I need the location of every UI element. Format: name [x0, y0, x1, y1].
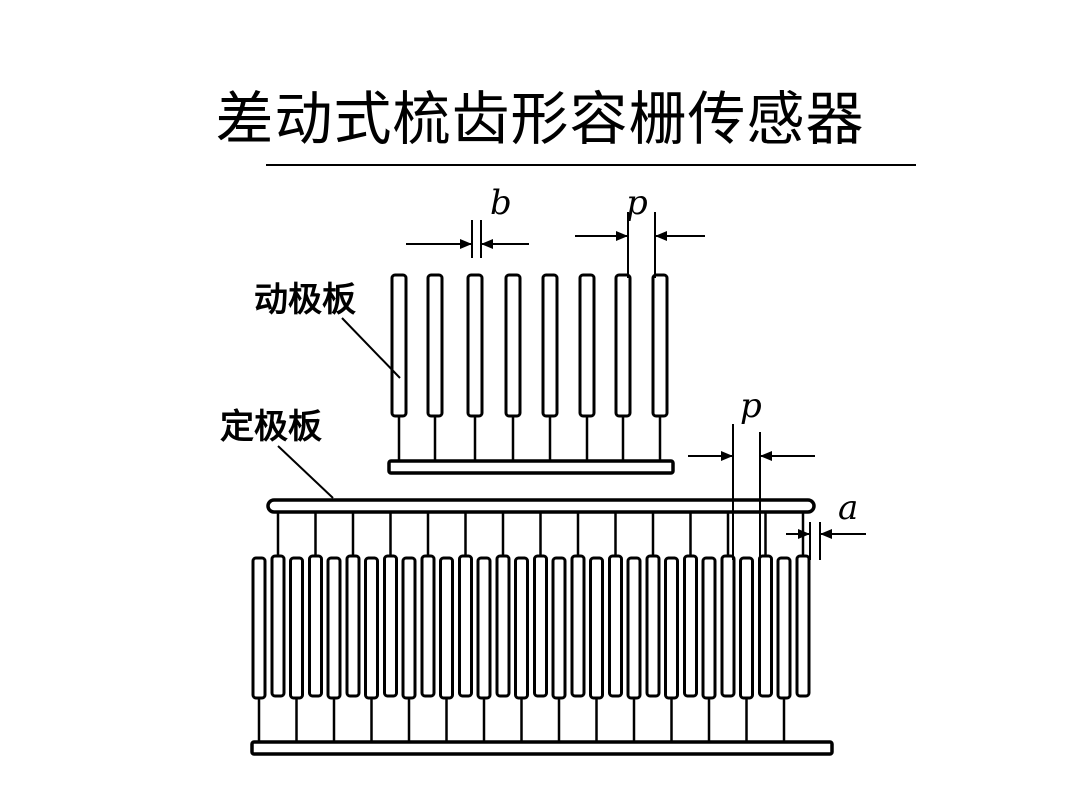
lower-comb-assembly [250, 498, 834, 756]
moving-plate-finger [426, 273, 444, 418]
upper-fixed-finger [645, 554, 661, 698]
lower-fixed-finger [514, 556, 529, 700]
upper-fixed-finger [420, 554, 436, 698]
moving-plate-finger [651, 273, 669, 418]
moving-plate-finger [578, 273, 596, 418]
moving-plate-finger [504, 273, 522, 418]
upper-fixed-finger [533, 554, 548, 698]
lower-fixed-finger [739, 556, 754, 700]
fixed-plate-label: 定极板 [220, 407, 322, 447]
fixed-plate-bottom-bar [250, 740, 834, 756]
p-top-arrowhead-left [616, 231, 628, 241]
a-arrowhead-left [798, 529, 810, 539]
p-right-arrowhead-right [760, 451, 772, 461]
moving-plate-leader [341, 317, 401, 379]
lower-fixed-finger [439, 556, 454, 700]
upper-fixed-finger [458, 554, 473, 698]
lower-fixed-finger [551, 556, 567, 700]
title-underline [266, 164, 916, 166]
p-right-arrowhead-left [721, 451, 733, 461]
upper-fixed-finger [308, 554, 323, 698]
lower-fixed-finger [289, 556, 304, 700]
lower-fixed-finger [701, 556, 717, 700]
moving-plate-label: 动极板 [254, 280, 356, 320]
lower-fixed-finger [251, 556, 267, 700]
upper-fixed-finger [383, 554, 398, 698]
a-arrowhead-right [820, 529, 832, 539]
b-arrowhead-right [481, 239, 493, 249]
lower-fixed-finger [626, 556, 642, 700]
slide-title: 差动式梳齿形容栅传感器 [215, 85, 865, 153]
lower-fixed-finger [326, 556, 342, 700]
upper-fixed-finger [758, 554, 773, 698]
lower-fixed-finger [589, 556, 604, 700]
moving-plate-finger [466, 273, 484, 418]
lower-fixed-finger [364, 556, 379, 700]
moving-plate-finger [390, 273, 408, 418]
upper-fixed-finger [270, 554, 286, 698]
dimension-annotations [277, 212, 866, 560]
dimension-b-label: b [490, 183, 512, 223]
upper-fixed-finger [495, 554, 511, 698]
dimension-p-top-label: p [626, 183, 648, 223]
upper-fixed-finger [570, 554, 586, 698]
dimension-p-right-label: p [740, 386, 762, 426]
p-top-arrowhead-right [655, 231, 667, 241]
upper-comb-assembly [387, 273, 675, 475]
upper-fixed-finger [795, 554, 811, 698]
moving-plate-finger [614, 273, 632, 418]
lower-fixed-finger [401, 556, 417, 700]
upper-base-bar [387, 459, 675, 475]
lower-fixed-finger [776, 556, 792, 700]
upper-fixed-finger [683, 554, 698, 698]
b-arrowhead-left [460, 239, 472, 249]
moving-plate-finger [541, 273, 559, 418]
dimension-a-label: a [838, 488, 858, 528]
fixed-plate-leader [277, 445, 334, 499]
upper-fixed-finger [608, 554, 623, 698]
lower-fixed-finger [476, 556, 492, 700]
upper-fixed-finger [345, 554, 361, 698]
upper-fixed-finger [720, 554, 736, 698]
lower-fixed-finger [664, 556, 679, 700]
